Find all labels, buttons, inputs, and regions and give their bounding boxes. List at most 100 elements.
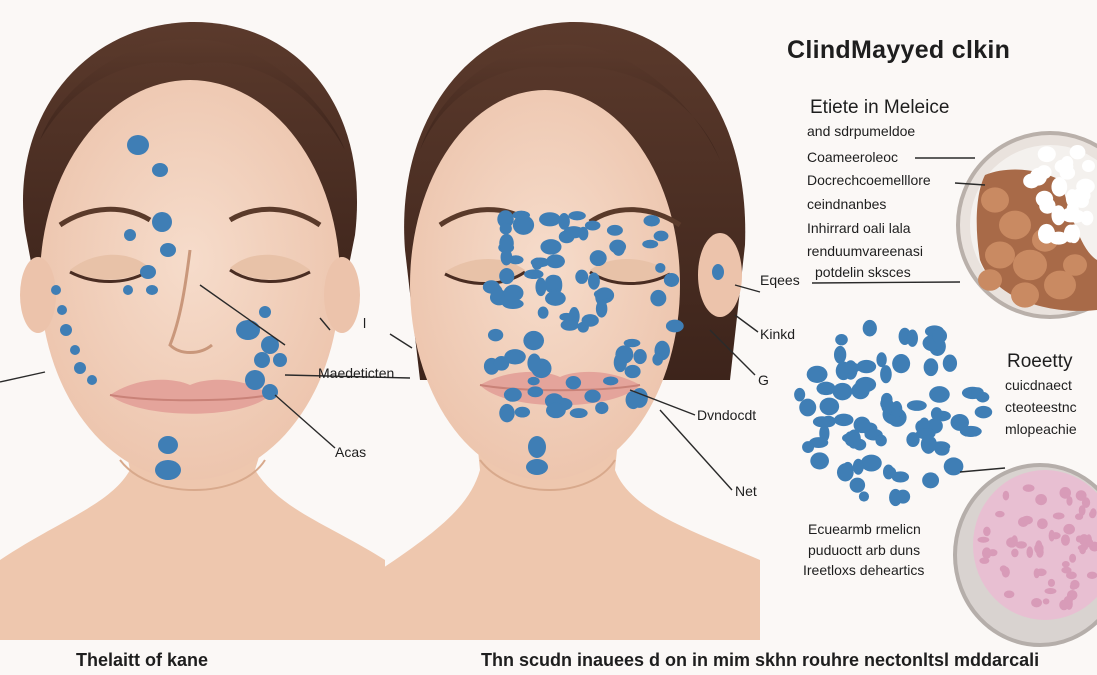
cross-section-surface [1023, 145, 1095, 245]
lesion [527, 353, 542, 373]
lesion [537, 306, 549, 319]
lesion [834, 413, 854, 427]
skin-cell [985, 241, 1015, 269]
lesion [810, 452, 829, 470]
texture-dot [995, 510, 1005, 518]
right-group-heading: Roeetty [1007, 351, 1073, 372]
lesion [539, 212, 561, 227]
lesion [262, 384, 278, 400]
texture-dot [1037, 518, 1048, 530]
lesion [856, 359, 877, 374]
lesion [503, 284, 524, 302]
lower-group-line: puduoctt arb duns [808, 542, 921, 558]
texture-dot [1026, 546, 1034, 558]
label-g: G [758, 372, 769, 388]
lesion [504, 349, 526, 365]
lesion [835, 333, 848, 346]
texture-dot [1020, 515, 1033, 525]
lesion [152, 163, 168, 177]
label-kinkd: Kinkd [760, 326, 796, 342]
texture-dot [1075, 535, 1083, 543]
lesion [499, 268, 515, 285]
lesion [152, 212, 172, 232]
skin-cell [1011, 282, 1039, 308]
lesion [575, 269, 589, 284]
panel-line: Inhirrard oali lala [807, 220, 911, 236]
lesion [565, 376, 582, 390]
lesion [849, 477, 866, 493]
lesion [535, 277, 547, 297]
texture-dot [1089, 510, 1096, 519]
lesion [633, 349, 647, 365]
lesion [853, 438, 867, 451]
lesion [51, 285, 61, 295]
lesion [665, 319, 684, 333]
lesion [852, 458, 864, 475]
lesion [974, 405, 993, 419]
left-face-lesions [51, 135, 287, 480]
surface-bubble [1036, 165, 1052, 180]
label-acas: Acas [335, 444, 367, 460]
lesion [906, 329, 918, 347]
panel-heading: Etiete in Meleice [810, 97, 950, 118]
lesion [875, 434, 887, 447]
lesion [60, 324, 72, 336]
lesion [885, 466, 897, 479]
lesion [923, 358, 939, 377]
texture-dot [1011, 548, 1019, 558]
lesion [642, 239, 659, 249]
lesion [512, 215, 535, 235]
texture-dot [1035, 540, 1043, 552]
lesion [860, 454, 882, 472]
surface-bubble [1080, 210, 1094, 226]
lesion [499, 403, 515, 423]
texture-dot [1069, 553, 1077, 563]
lesion [568, 211, 586, 221]
texture-dot [1015, 541, 1027, 549]
lesion [261, 336, 279, 354]
texture-dot [1059, 487, 1072, 499]
lesion [127, 135, 149, 155]
lesion [840, 362, 861, 374]
texture-dot [1085, 534, 1092, 546]
lesion [976, 391, 990, 403]
lesion [816, 381, 836, 396]
lesion [880, 365, 892, 384]
lesion [876, 352, 887, 368]
texture-dot [1061, 534, 1070, 546]
left-neck-shoulders [0, 420, 385, 640]
left-face [40, 80, 340, 480]
lesion [514, 406, 531, 418]
lesion [612, 241, 625, 256]
skin-cross-section-top [956, 131, 1097, 319]
lesion [624, 364, 641, 379]
skin-dish-bottom [953, 463, 1097, 647]
lesion [625, 390, 641, 410]
texture-dot [1022, 484, 1035, 492]
lesion [922, 472, 940, 489]
texture-dot [1066, 571, 1077, 580]
right-group-line: cuicdnaect [1005, 377, 1072, 393]
lesion [259, 306, 271, 318]
lesion [581, 314, 599, 327]
texture-dot [1001, 566, 1010, 578]
leader-lines [0, 157, 1006, 491]
lesion [57, 305, 67, 315]
right-group-line: cteoteestnc [1005, 399, 1077, 415]
lesion [643, 215, 660, 227]
lesion [712, 264, 724, 280]
lesion [906, 432, 920, 448]
lesion [123, 285, 133, 295]
lesion [497, 210, 514, 229]
lesion [595, 300, 608, 318]
texture-dot [1047, 578, 1056, 587]
lesion [545, 274, 562, 290]
surface-bubble [1051, 177, 1068, 197]
texture-dot [1042, 598, 1050, 605]
lesion [929, 386, 950, 403]
skin-cell [1063, 254, 1087, 276]
texture-dot [1079, 545, 1087, 555]
lesion [87, 375, 97, 385]
texture-dot [1078, 505, 1086, 516]
